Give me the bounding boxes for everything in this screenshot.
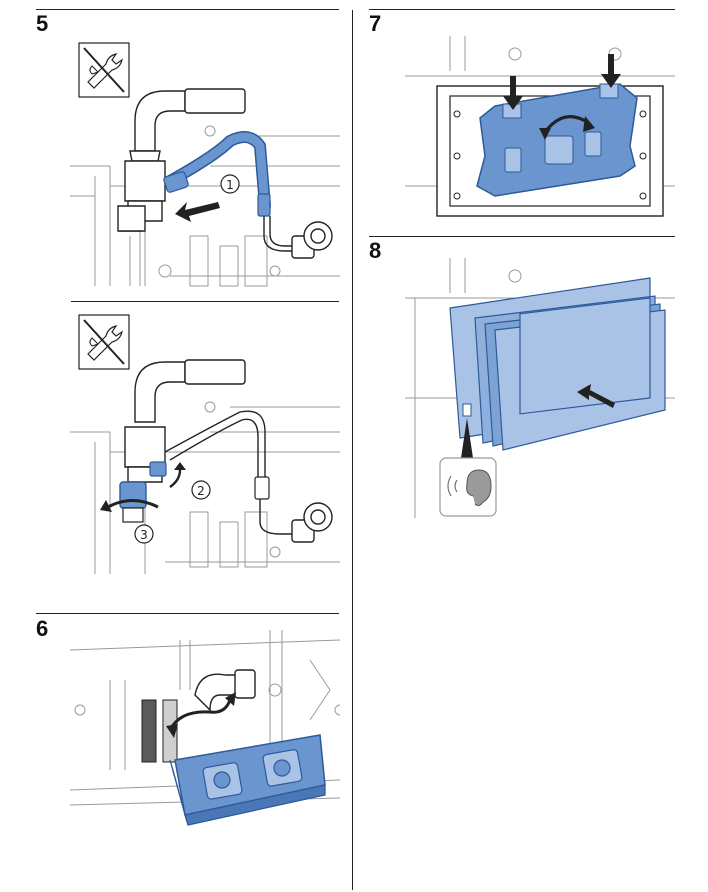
step7-illustration — [405, 36, 675, 217]
step-number-8: 8 — [369, 238, 382, 263]
no-wrench-icon — [78, 42, 130, 98]
rotate-arrow-icon — [107, 499, 159, 509]
step-number-7: 7 — [369, 11, 382, 36]
rule-step8-top — [369, 236, 675, 237]
pull-arrow — [175, 202, 220, 222]
column-divider — [352, 10, 353, 890]
step8-illustration — [405, 258, 675, 518]
listen-ear-icon — [439, 457, 497, 517]
step6-illustration — [70, 630, 340, 826]
no-wrench-icon — [78, 314, 130, 370]
rule-step6-top — [36, 613, 339, 614]
callout-3: 3 — [140, 528, 148, 542]
callout-1: 1 — [226, 178, 234, 192]
callout-2: 2 — [197, 484, 205, 498]
blue-mounting-bracket — [169, 734, 326, 826]
push-arrow-icon — [577, 384, 615, 408]
step-number-5: 5 — [36, 11, 49, 36]
step5-illustration-a: 1 — [70, 88, 340, 287]
rule-step7-top — [369, 9, 675, 10]
step-number-6: 6 — [36, 616, 49, 641]
rule-step5b-top — [71, 301, 339, 302]
step5-illustration-b: 2 3 — [70, 359, 340, 574]
rule-step5-top — [36, 9, 339, 10]
